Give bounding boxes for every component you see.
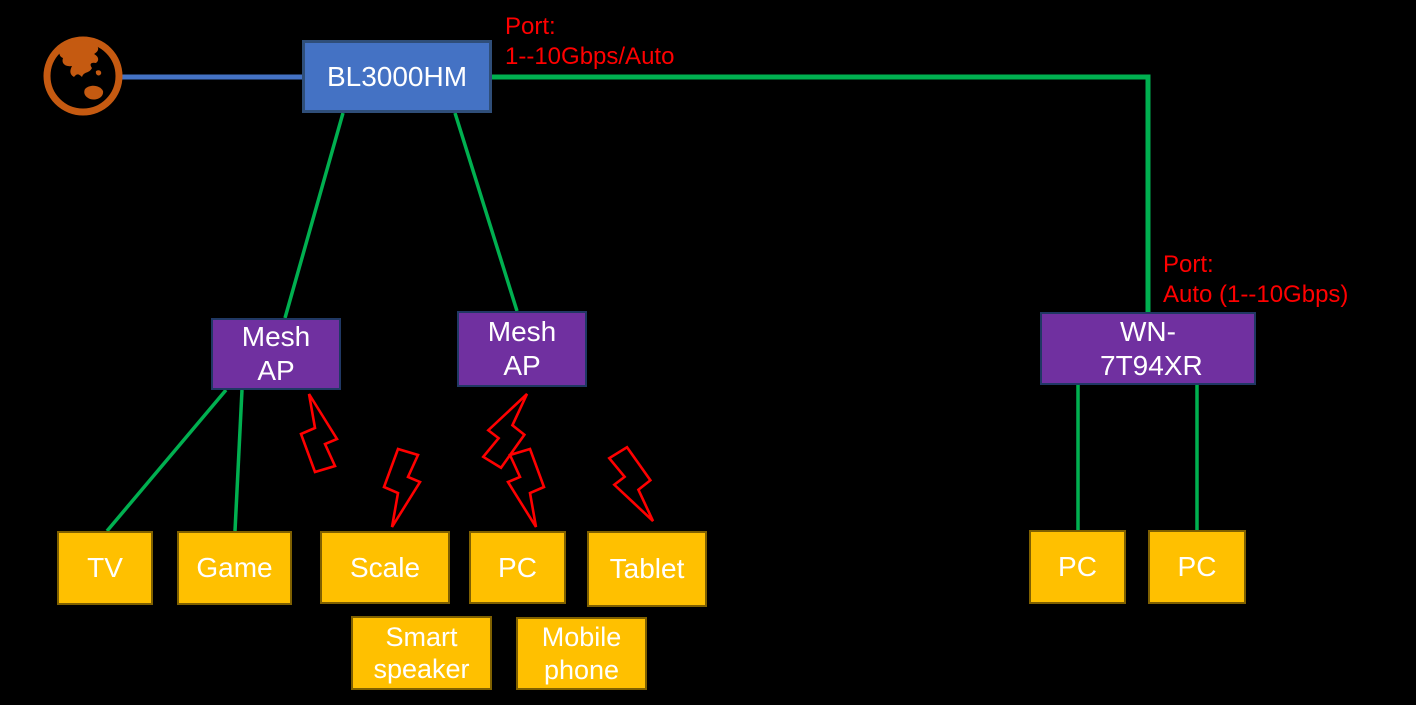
node-tv: TV — [57, 531, 153, 605]
node-tablet-label: Tablet — [609, 553, 685, 585]
node-tv-label: TV — [87, 552, 123, 584]
switch-port-annotation-line2: Auto (1--10Gbps) — [1163, 281, 1349, 309]
lightning-bolt-icon — [604, 442, 663, 530]
lan-link-router-to-switch — [492, 74, 1151, 312]
node-router-label: BL3000HM — [326, 60, 468, 92]
lightning-bolt-icon — [478, 385, 537, 473]
node-switch: WN-7T94XR — [1040, 312, 1256, 385]
node-scale-label: Scale — [349, 551, 421, 583]
node-switch-label: WN-7T94XR — [1100, 315, 1203, 381]
node-game-label: Game — [196, 552, 273, 584]
node-pc-right-2: PC — [1148, 530, 1246, 604]
lightning-bolt-icon — [299, 392, 339, 474]
node-pc-right-1: PC — [1029, 530, 1126, 604]
node-mesh-ap-left: Mesh AP — [211, 318, 341, 390]
node-mobile-phone-label: Mobile phone — [541, 622, 622, 685]
switch-port-annotation-line1: Port: — [1163, 251, 1214, 278]
node-game: Game — [177, 531, 292, 605]
lan-link-ap-to-game — [233, 389, 244, 532]
router-port-annotation-line1: Port: — [505, 13, 556, 40]
node-pc-center-label: PC — [498, 551, 537, 583]
router-port-annotation-line2: 1--10Gbps/Auto — [505, 43, 675, 71]
switch-port-annotation: Port: Auto (1--10Gbps) — [1163, 250, 1348, 310]
internet-globe-icon — [43, 36, 123, 116]
node-smart-speaker-label: Smart speaker — [373, 621, 470, 684]
node-mesh-ap-left-label: Mesh AP — [241, 321, 311, 386]
node-tablet: Tablet — [587, 531, 707, 607]
node-pc-center: PC — [469, 531, 566, 604]
node-scale: Scale — [320, 531, 450, 604]
node-mesh-ap-right: Mesh AP — [457, 311, 587, 387]
lightning-bolt-icon — [382, 447, 422, 529]
node-mobile-phone: Mobile phone — [516, 617, 647, 690]
node-pc-right-2-label: PC — [1177, 551, 1217, 583]
lan-link-router-to-mesh-ap-left — [283, 112, 345, 319]
lan-link-ap-to-tv — [105, 388, 228, 533]
router-port-annotation: Port: 1--10Gbps/Auto — [505, 12, 674, 72]
node-smart-speaker: Smart speaker — [351, 616, 492, 690]
lightning-bolt-icon — [506, 447, 546, 529]
node-pc-right-1-label: PC — [1058, 551, 1097, 583]
node-mesh-ap-right-label: Mesh AP — [487, 316, 557, 381]
lan-link-router-to-mesh-ap-right — [453, 112, 519, 312]
node-router: BL3000HM — [302, 40, 492, 113]
